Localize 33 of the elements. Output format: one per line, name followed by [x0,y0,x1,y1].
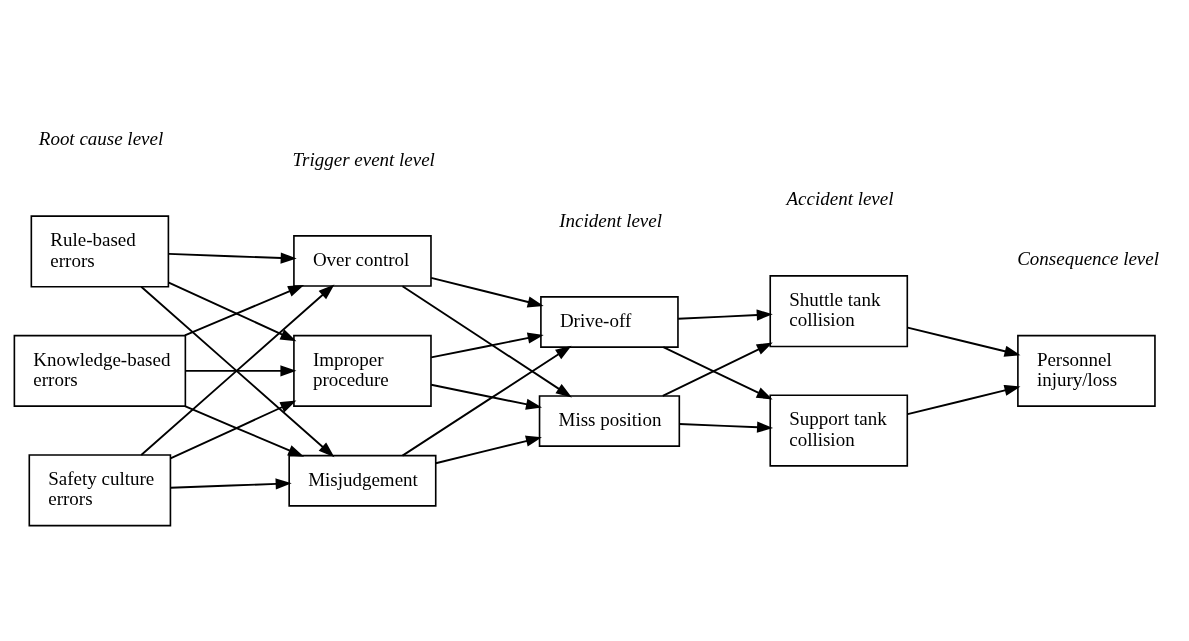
node-box: Misjudgement [288,454,437,507]
node-box: Shuttle tank collision [769,274,909,347]
arrow [183,284,305,336]
arrow [434,435,542,464]
node-box: Miss position [538,394,681,447]
arrow [184,364,297,376]
label: Consequence level [1017,247,1160,269]
node-box: Drive-off [540,295,679,348]
arrow [167,281,297,341]
arrow [401,345,572,457]
label: Accident level [786,187,894,209]
node-box: Support tank collision [769,394,909,467]
node-box: Knowledge-based errors [13,334,187,407]
node-box: Improper procedure [293,334,432,407]
node-box: Safety culture errors [28,453,172,526]
arrow [183,404,305,457]
arrow [169,477,292,490]
arrow [430,276,544,307]
label: Incident level [559,209,662,231]
arrow [401,284,572,397]
arrow [169,400,297,459]
arrow [430,332,544,358]
node-box: Rule-based errors [30,214,170,288]
arrow [677,308,773,321]
node-box: Over control [293,234,432,287]
arrow [906,384,1021,415]
arrow [678,421,774,433]
arrow [167,251,297,264]
arrow [906,326,1021,357]
node-box: Personnel injury/loss [1017,334,1156,407]
arrow [430,383,542,410]
label: Trigger event level [292,148,435,170]
label: Root cause level [38,127,164,149]
